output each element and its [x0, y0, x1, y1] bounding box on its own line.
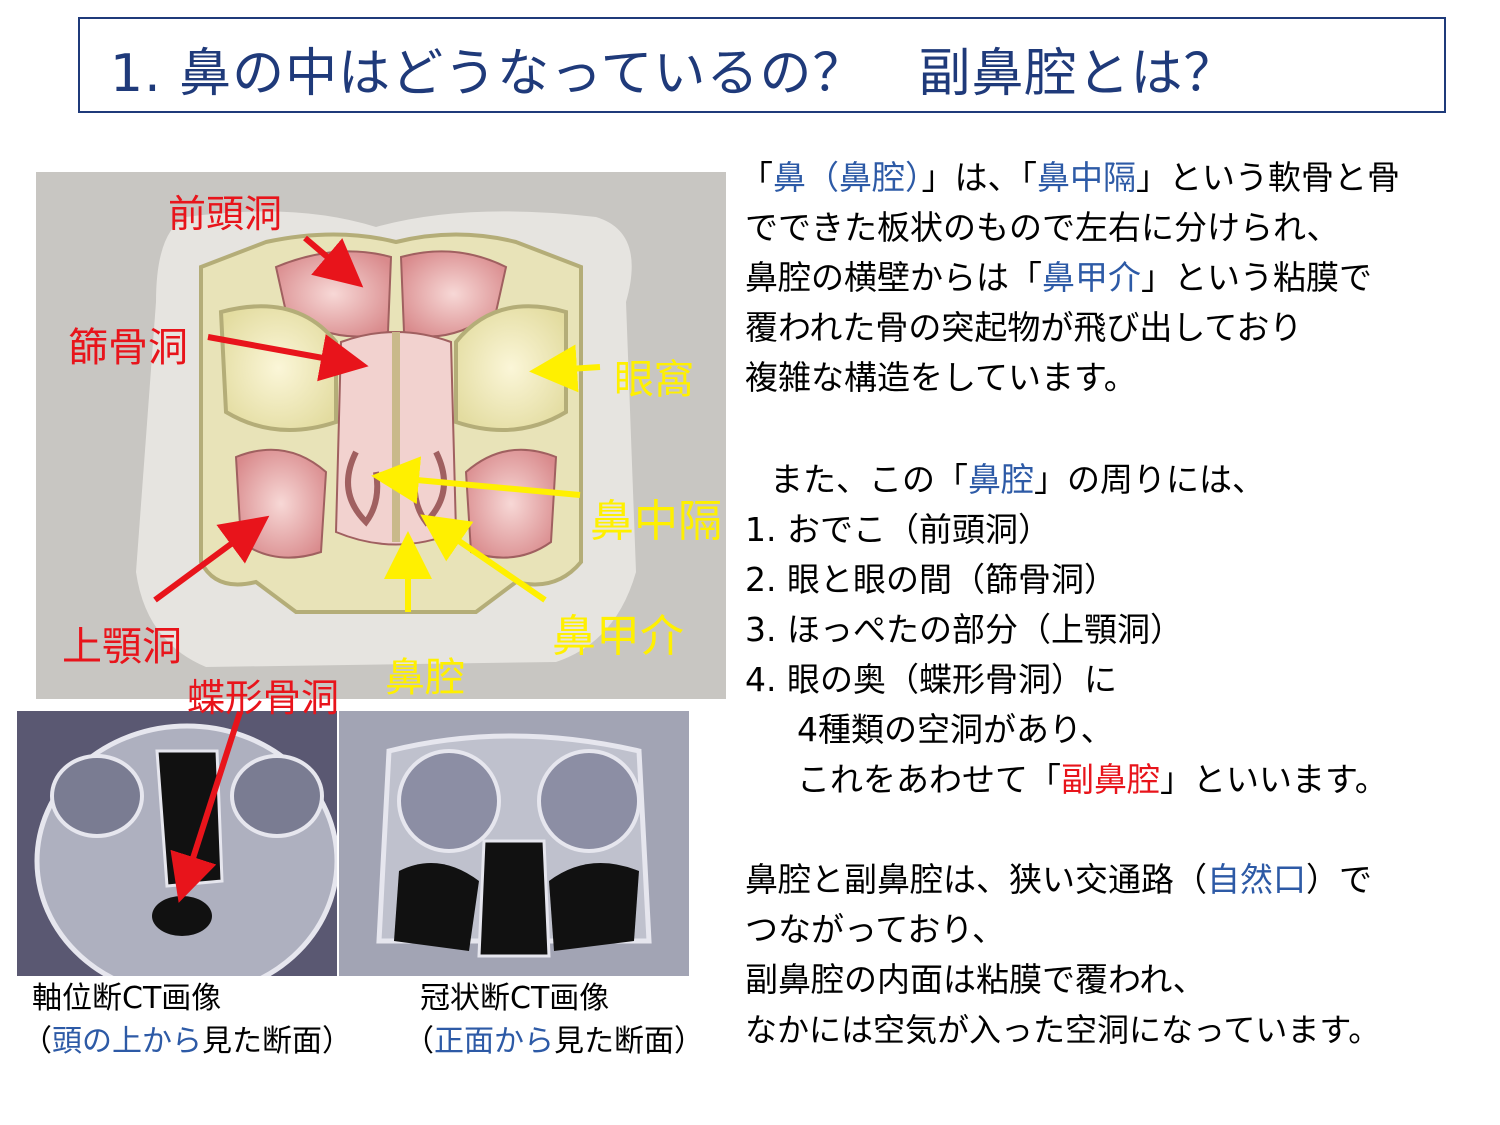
coronal-ct-image [339, 711, 689, 976]
para2-item-4: 4. 眼の奥（蝶形骨洞）に [745, 660, 1117, 699]
caption-axial-paren: （ [22, 1024, 52, 1059]
label-orbit: 眼窩 [614, 357, 694, 403]
title-box: 1. 鼻の中はどうなっているの？ 副鼻腔とは？ [78, 17, 1446, 113]
para1-line4: 覆われた骨の突起物が飛び出しており [745, 308, 1303, 347]
caption-axial-blue: 頭の上から [52, 1024, 202, 1059]
caption-axial-rest: 見た断面） [202, 1024, 352, 1059]
label-turbinate: 鼻甲介 [552, 611, 684, 662]
label-nasal-septum: 鼻中隔 [590, 496, 722, 547]
para1-line3: 鼻腔の横壁からは「鼻甲介」という粘膜で [745, 258, 1372, 297]
caption-coronal-rest: 見た断面） [554, 1024, 704, 1059]
label-ethmoid-sinus: 篩骨洞 [68, 325, 188, 371]
axial-ct-image [17, 711, 337, 976]
label-frontal-sinus: 前頭洞 [168, 192, 283, 236]
caption-coronal-title: 冠状断CT画像 [420, 981, 610, 1016]
para1-line1: 「鼻（鼻腔）」は、「鼻中隔」という軟骨と骨 [740, 158, 1400, 197]
para2-item-1: 1. おでこ（前頭洞） [745, 510, 1051, 549]
para2-line1: また、この「鼻腔」の周りには、 [770, 460, 1265, 499]
caption-axial-title: 軸位断CT画像 [32, 981, 222, 1016]
page-title: 1. 鼻の中はどうなっているの？ 副鼻腔とは？ [110, 44, 1237, 104]
para1-line5: 複雑な構造をしています。 [745, 358, 1137, 397]
para3-line4: なかには空気が入った空洞になっています。 [745, 1011, 1381, 1049]
para1-line2: でできた板状のもので左右に分けられ、 [745, 208, 1340, 247]
para2-line6: 4種類の空洞があり、 [797, 710, 1114, 749]
caption-coronal-blue: 正面から [434, 1024, 554, 1059]
label-maxillary-sinus: 上顎洞 [62, 624, 182, 670]
para2-item-2: 2. 眼と眼の間（篩骨洞） [745, 560, 1117, 599]
para2-line7: これをあわせて「副鼻腔」といいます。 [797, 760, 1388, 799]
para2-item-3: 3. ほっぺたの部分（上顎洞） [745, 610, 1183, 649]
caption-coronal-desc: （正面から見た断面） [404, 1021, 704, 1063]
axial-ct-drawing [34, 723, 337, 976]
para3-line1: 鼻腔と副鼻腔は、狭い交通路（自然口）で [745, 860, 1372, 899]
label-sphenoid-sinus: 蝶形骨洞 [187, 676, 340, 720]
para3-line2: つながっており、 [745, 910, 1006, 949]
caption-axial-desc: （頭の上から見た断面） [22, 1021, 352, 1063]
caption-coronal-paren: （ [404, 1024, 434, 1059]
coronal-ct-drawing [339, 711, 689, 976]
para3-line3: 副鼻腔の内面は粘膜で覆われ、 [745, 960, 1206, 999]
label-nasal-cavity: 鼻腔 [385, 655, 465, 701]
